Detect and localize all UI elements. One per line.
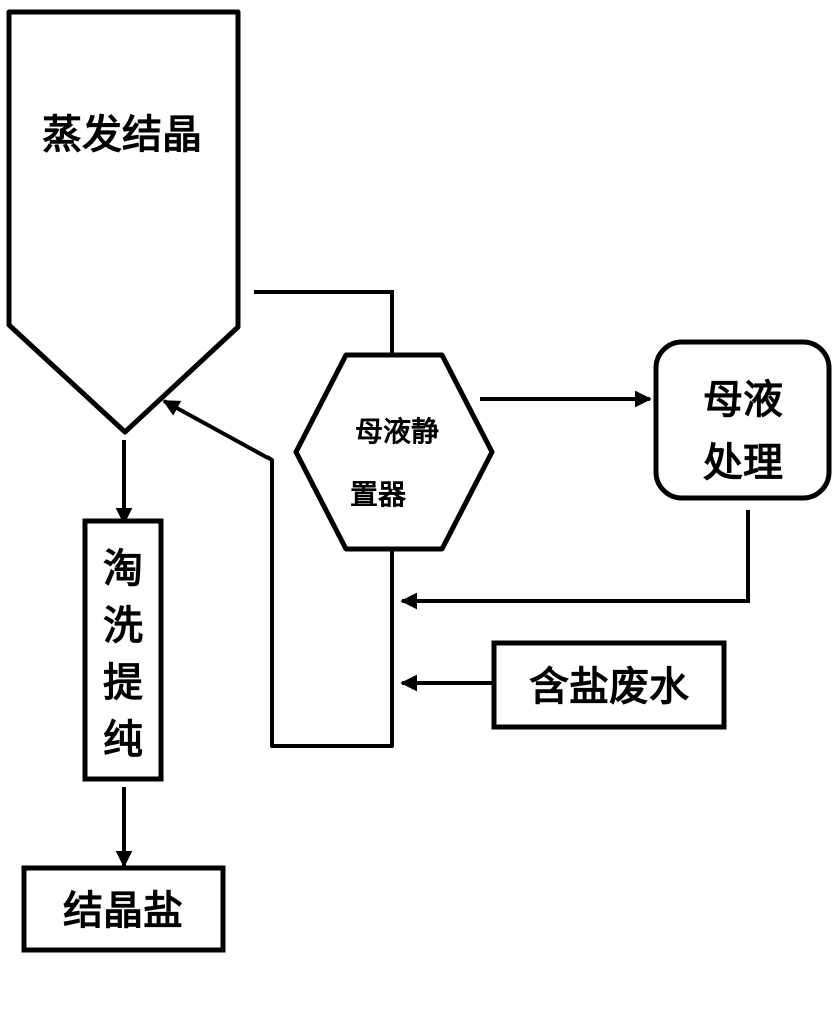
elutriation-char-2: 洗	[103, 603, 143, 649]
node-mother-liquor-treatment: 母液 处理	[653, 339, 832, 501]
node-evaporator: 蒸发结晶	[6, 9, 241, 435]
node-crystal-salt: 结晶盐	[21, 865, 226, 953]
wastewater-label: 含盐废水	[529, 664, 690, 710]
edge-return-to-evaporator	[162, 399, 269, 460]
node-elutriation: 淘 洗 提 纯	[82, 518, 164, 782]
elutriation-char-4: 纯	[103, 717, 143, 763]
elutriation-char-3: 提	[103, 660, 143, 706]
node-wastewater: 含盐废水	[491, 640, 727, 730]
mother-liquor-label-line2: 处理	[703, 440, 783, 486]
mother-liquor-shape	[653, 339, 832, 501]
evaporator-shape	[6, 9, 241, 435]
settler-shape	[293, 352, 495, 552]
settler-return-pipe	[265, 455, 394, 748]
elutriation-shape	[82, 518, 164, 782]
salt-shape	[21, 865, 226, 953]
edge-mother-liquor-to-return	[400, 510, 750, 610]
salt-label: 结晶盐	[63, 888, 183, 934]
settler-label-line2: 置器	[350, 478, 407, 511]
elutriation-char-1: 淘	[103, 546, 143, 592]
node-settler: 母液静 置器	[293, 352, 495, 552]
edge-evaporator-to-settler	[254, 290, 394, 366]
evaporator-label: 蒸发结晶	[42, 112, 202, 158]
settler-label-line1: 母液静	[355, 415, 439, 448]
mother-liquor-label-line1: 母液	[703, 377, 783, 423]
